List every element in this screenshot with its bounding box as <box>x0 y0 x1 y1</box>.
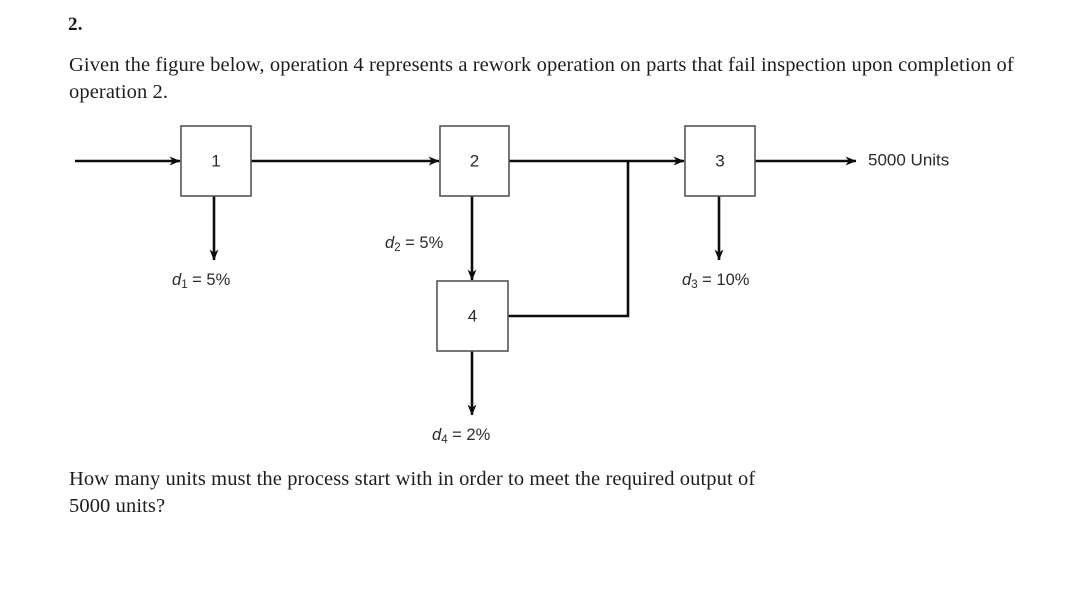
defect-label-d4-subscript: 4 <box>441 434 448 446</box>
operation-box-2-rect <box>439 125 510 197</box>
defect-label-d1: d1 = 5% <box>172 271 231 291</box>
question-prompt-text: How many units must the process start wi… <box>69 466 1014 520</box>
question-prompt-line-2: 5000 units? <box>69 495 166 517</box>
question-intro-text: Given the figure below, operation 4 repr… <box>69 54 1014 103</box>
operation-box-3-label: 3 <box>715 151 724 170</box>
operation-box-1-label: 1 <box>211 151 220 170</box>
operation-box-4[interactable]: 4 <box>436 280 509 352</box>
defect-label-d1-symbol: d <box>172 271 182 289</box>
defect-label-d2-subscript: 2 <box>394 242 400 254</box>
defect-label-d4-symbol: d <box>432 426 442 444</box>
defect-label-d2-value: = 5% <box>401 234 444 252</box>
operation-box-4-label: 4 <box>468 306 477 325</box>
operation-box-1[interactable]: 1 <box>180 125 252 197</box>
operation-box-4-rect <box>436 280 509 352</box>
defect-label-d2: d2 = 5% <box>385 234 444 254</box>
rework-return-path <box>508 161 630 318</box>
defect-label-d3: d3 = 10% <box>682 271 750 291</box>
output-quantity-label: 5000 Units <box>868 150 949 169</box>
question-prompt-line-1: How many units must the process start wi… <box>69 468 756 490</box>
question-number: 2. <box>68 14 83 35</box>
operation-box-2[interactable]: 2 <box>439 125 510 197</box>
operation-box-3[interactable]: 3 <box>684 125 756 197</box>
operation-box-2-label: 2 <box>470 151 479 170</box>
defect-label-d3-symbol: d <box>682 271 692 289</box>
defect-label-d1-value: = 5% <box>188 271 231 289</box>
defect-label-d4-value: = 2% <box>448 426 491 444</box>
defect-label-d3-value: = 10% <box>698 271 750 289</box>
operation-box-3-rect <box>684 125 756 197</box>
operation-box-1-rect <box>180 125 252 197</box>
defect-label-d4: d4 = 2% <box>432 426 491 446</box>
defect-label-d2-symbol: d <box>385 234 395 252</box>
defect-label-d1-subscript: 1 <box>181 279 187 291</box>
defect-label-d3-subscript: 3 <box>691 279 697 291</box>
